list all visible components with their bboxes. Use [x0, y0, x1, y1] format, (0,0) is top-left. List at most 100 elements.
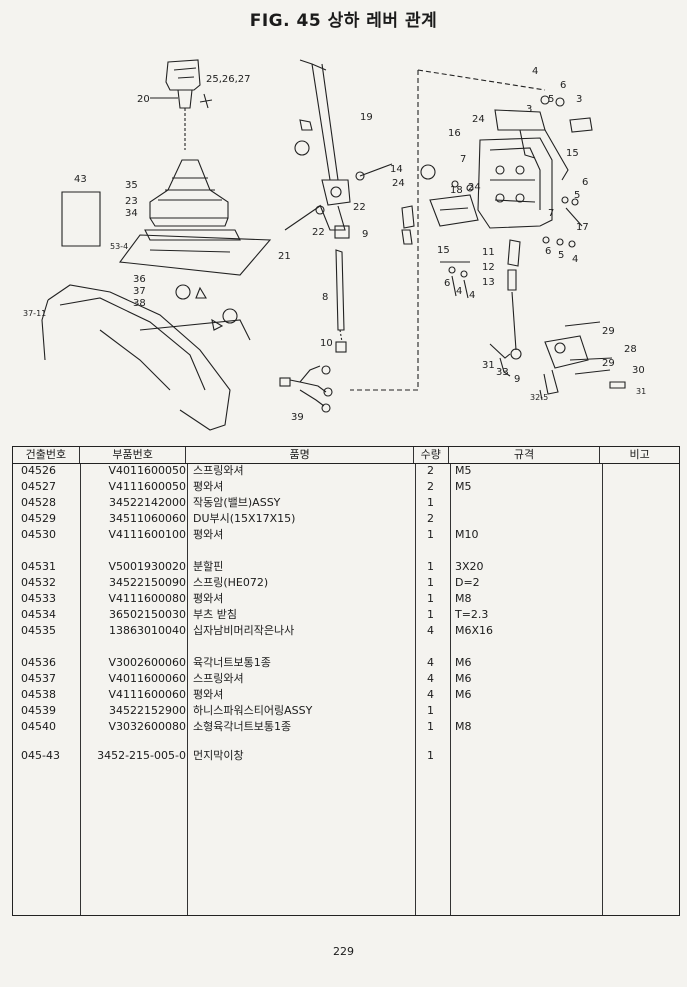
part-code-cell: 04540	[21, 720, 56, 733]
svg-text:6: 6	[444, 278, 450, 289]
svg-text:4: 4	[572, 254, 578, 265]
svg-text:4: 4	[532, 66, 538, 77]
svg-text:5: 5	[548, 94, 554, 105]
svg-text:53-4: 53-4	[110, 242, 128, 251]
svg-text:37: 37	[133, 286, 146, 297]
part-number-cell: V4111600050	[108, 480, 186, 493]
table-row: 045-43 3452-215-005-0 먼지막이창 1	[13, 749, 679, 763]
table-row: 04528 34522142000 작동암(밸브)ASSY 1	[13, 496, 679, 510]
svg-text:32-5: 32-5	[530, 393, 548, 402]
svg-text:19: 19	[360, 112, 373, 123]
svg-text:4: 4	[469, 290, 475, 301]
svg-text:15: 15	[437, 245, 450, 256]
spec-cell: M5	[455, 480, 472, 493]
quantity-cell: 2	[427, 464, 434, 477]
svg-text:15: 15	[566, 148, 579, 159]
part-number-cell: V4111600100	[108, 528, 186, 541]
svg-text:30: 30	[632, 365, 645, 376]
svg-text:14: 14	[390, 164, 403, 175]
spec-cell: M8	[455, 592, 472, 605]
part-number-cell: 34522142000	[109, 496, 186, 509]
quantity-cell: 1	[427, 576, 434, 589]
part-number-cell: 13863010040	[109, 624, 186, 637]
quantity-cell: 1	[427, 749, 434, 762]
part-code-cell: 04528	[21, 496, 56, 509]
quantity-cell: 1	[427, 608, 434, 621]
part-name-cell: 스프링와셔	[193, 672, 244, 685]
svg-text:29: 29	[602, 326, 615, 337]
column-divider	[80, 464, 81, 915]
part-name-cell: 먼지막이창	[193, 749, 244, 762]
part-name-cell: 스프링와셔	[193, 464, 244, 477]
part-code-cell: 04530	[21, 528, 56, 541]
svg-text:10: 10	[320, 338, 333, 349]
part-name-cell: 십자남비머리작은나사	[193, 624, 295, 637]
quantity-cell: 1	[427, 560, 434, 573]
svg-text:31: 31	[482, 360, 495, 371]
quantity-cell: 4	[427, 688, 434, 701]
table-header: 건출번호 부품번호 품명 수량 규격 비고	[13, 447, 679, 464]
svg-text:25,26,27: 25,26,27	[206, 74, 251, 85]
spec-cell: 3X20	[455, 560, 484, 573]
svg-text:9: 9	[514, 374, 520, 385]
part-code-cell: 04536	[21, 656, 56, 669]
quantity-cell: 2	[427, 512, 434, 525]
svg-text:3: 3	[576, 94, 582, 105]
part-code-cell: 04532	[21, 576, 56, 589]
header-cell: 부품번호	[80, 447, 187, 463]
part-number-cell: 34522152900	[109, 704, 186, 717]
part-name-cell: 평와셔	[193, 480, 224, 493]
svg-text:18: 18	[450, 185, 463, 196]
part-code-cell: 045-43	[21, 749, 60, 762]
header-cell: 비고	[629, 448, 650, 461]
svg-text:6: 6	[560, 80, 566, 91]
svg-text:39: 39	[291, 412, 304, 423]
column-divider	[602, 464, 603, 915]
part-code-cell: 04526	[21, 464, 56, 477]
part-number-cell: 3452-215-005-0	[97, 749, 186, 762]
spec-cell: M8	[455, 720, 472, 733]
part-name-cell: 부츠 받침	[193, 608, 237, 621]
part-name-cell: 작동암(밸브)ASSY	[193, 496, 281, 509]
header-cell: 품명	[186, 447, 414, 463]
page-number: 229	[333, 945, 354, 958]
part-number-cell: V4011600050	[108, 464, 186, 477]
svg-text:11: 11	[482, 247, 495, 258]
svg-text:24: 24	[472, 114, 485, 125]
svg-text:13: 13	[482, 277, 495, 288]
column-divider	[415, 464, 416, 915]
column-divider	[450, 464, 451, 915]
part-number-cell: 34511060060	[109, 512, 186, 525]
spec-cell: M6X16	[455, 624, 494, 637]
svg-text:5: 5	[574, 190, 580, 201]
svg-text:33: 33	[496, 367, 509, 378]
svg-text:34: 34	[125, 208, 138, 219]
quantity-cell: 2	[427, 480, 434, 493]
quantity-cell: 4	[427, 656, 434, 669]
svg-text:6: 6	[582, 177, 588, 188]
part-code-cell: 04529	[21, 512, 56, 525]
part-number-cell: V4011600060	[108, 672, 186, 685]
svg-text:29: 29	[602, 358, 615, 369]
quantity-cell: 4	[427, 672, 434, 685]
spec-cell: M10	[455, 528, 479, 541]
part-name-cell: 스프링(HE072)	[193, 576, 269, 589]
svg-text:43: 43	[74, 174, 87, 185]
quantity-cell: 1	[427, 528, 434, 541]
spec-cell: M6	[455, 688, 472, 701]
part-number-cell: V3032600080	[108, 720, 186, 733]
header-cell: 건출번호	[13, 447, 80, 463]
svg-text:35: 35	[125, 180, 138, 191]
quantity-cell: 1	[427, 496, 434, 509]
